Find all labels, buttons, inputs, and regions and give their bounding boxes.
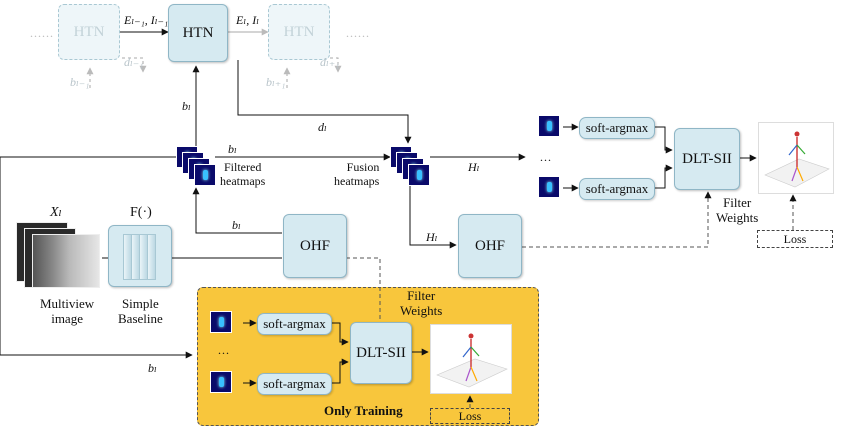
dlt-sii-right: DLT-SII: [674, 128, 740, 190]
label-h-down: Hₗ: [426, 230, 438, 244]
train-ellipsis: ...: [218, 343, 230, 357]
label-b-line: bₗ: [228, 142, 237, 156]
label-d-main: dₗ: [318, 120, 327, 134]
filtered-heatmap-4: [194, 164, 216, 186]
htn-prev-box: HTN: [58, 4, 120, 60]
soft-argmax-right-top: soft-argmax: [579, 117, 655, 139]
right-heatmap-bottom: [538, 176, 560, 198]
soft-argmax-train-top: soft-argmax: [257, 313, 332, 335]
label-h-top: Hₗ: [468, 160, 480, 174]
label-b-next: bₗ₊₁: [266, 75, 286, 89]
label-filter-weights-train: Filter Weights: [400, 288, 443, 318]
fusion-heatmap-4: [408, 164, 430, 186]
label-d-prev: dₗ₋₁: [124, 55, 144, 69]
htn-next-box: HTN: [268, 4, 330, 60]
label-b-prev: bₗ₋₁: [70, 75, 90, 89]
ohf-right-box: OHF: [458, 214, 522, 278]
label-filtered-heatmaps: Filtered heatmaps: [220, 160, 266, 188]
label-only-training: Only Training: [324, 403, 403, 418]
label-b-bottom: bₗ: [148, 361, 157, 375]
loss-box-right: Loss: [757, 230, 833, 248]
ellipsis-right: ......: [346, 26, 370, 40]
label-b-ohf: bₗ: [232, 218, 241, 232]
label-fusion-heatmaps: Fusion heatmaps: [334, 160, 380, 188]
edge-d-to-fusion: [237, 60, 412, 144]
right-heatmap-top: [538, 115, 560, 137]
edge-fusion-to-ohf: [409, 183, 457, 249]
label-multiview-image: Multiview image: [40, 296, 95, 326]
edge-ohf-to-dlt-right: [522, 191, 712, 248]
htn-main-box: HTN: [168, 4, 228, 62]
label-e-cur: Eₗ, Iₗ: [236, 13, 260, 27]
label-b-main: bₗ: [182, 99, 191, 113]
train-heatmap-bottom: [210, 371, 232, 393]
simple-baseline-box: [108, 225, 172, 287]
label-simple-baseline: Simple Baseline: [118, 296, 163, 326]
ellipsis-mid: ...: [540, 150, 552, 164]
edge-b-left-loop: [0, 156, 193, 359]
pose-plot-train: [430, 324, 512, 394]
multiview-image-front: [32, 234, 100, 288]
edge-ohf-to-filtered: [192, 187, 282, 234]
ellipsis-left: ......: [30, 26, 54, 40]
soft-argmax-right-bottom: soft-argmax: [579, 178, 655, 200]
label-filter-weights-right: Filter Weights: [716, 195, 759, 225]
dlt-sii-train: DLT-SII: [350, 322, 412, 384]
label-f: F(·): [130, 205, 152, 220]
soft-argmax-train-bottom: soft-argmax: [257, 373, 332, 395]
label-e-prev: Eₗ₋₁, Iₗ₋₁: [124, 13, 169, 27]
label-x: Xₗ: [50, 205, 62, 220]
pose-plot-right: [758, 122, 834, 194]
loss-box-train: Loss: [430, 408, 510, 424]
label-d-next: dₗ₊₁: [320, 55, 340, 69]
ohf-main-box: OHF: [283, 214, 347, 278]
train-heatmap-top: [210, 311, 232, 333]
